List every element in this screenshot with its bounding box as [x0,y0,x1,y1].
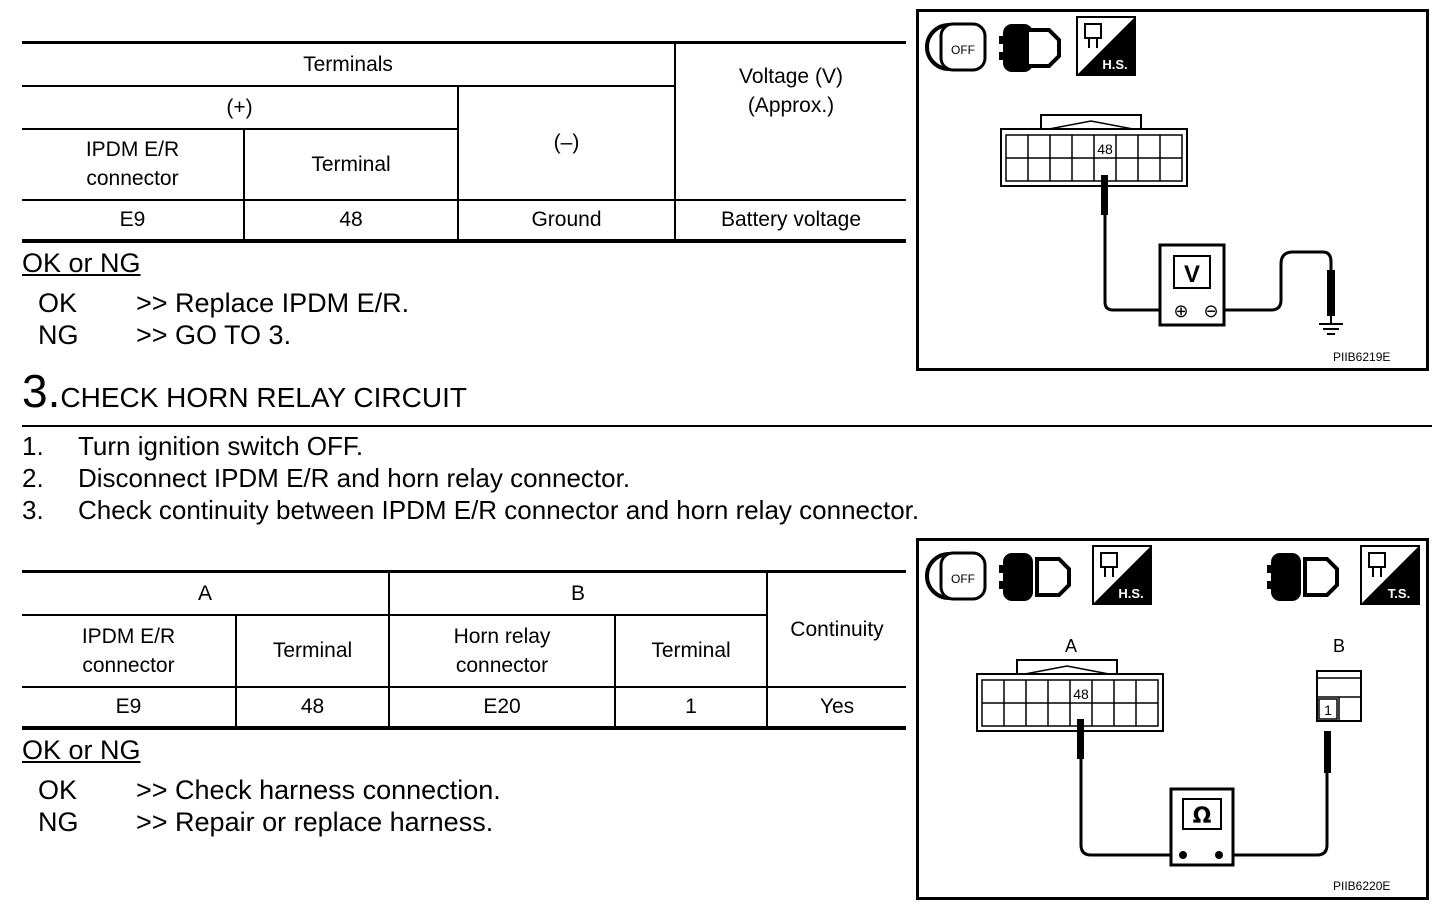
header-terminals: Terminals [22,41,676,87]
figure-id-1: PIIB6219E [1333,350,1391,364]
ground-probe [1327,270,1335,316]
result-ok-2: OK >> Check harness connection. [38,775,638,807]
step-item-text: Check continuity between IPDM E/R connec… [78,495,920,525]
header-voltage-line1: Voltage (V) [739,65,843,88]
minus-terminal-symbol: ⊖ [1203,301,1218,322]
terminal-side-icon: T.S. [1360,545,1420,605]
cell-b-terminal: 1 [614,685,768,730]
probe-b [1324,731,1331,773]
header-horn-line1: Horn relay [453,624,551,648]
voltage-check-diagram: OFF H.S. [925,16,1343,335]
cell-terminal: 48 [243,198,459,243]
ignition-off-icon: OFF [925,551,987,601]
ipdm-connector-e9: 48 [1000,114,1188,187]
ng-key: NG [38,320,79,350]
plus-terminal-symbol: ⊕ [1173,301,1188,322]
ground-symbol [1319,312,1343,335]
result-ng-1: NG >> GO TO 3. [38,320,538,352]
step-item-number: 1. [22,431,44,461]
harness-side-icon: H.S. [1076,16,1136,76]
header-ipdm-line1: IPDM E/R [85,138,180,161]
ok-text: >> Check harness connection. [136,775,501,805]
ok-or-ng-heading-2: OK or NG [22,735,141,765]
header-terminal-b: Terminal [614,613,768,688]
result-ng-2: NG >> Repair or replace harness. [38,807,638,839]
cell-a-connector: E9 [22,685,237,730]
wire-b [1219,771,1329,857]
header-ipdm-connector: IPDM E/R connector [22,613,237,688]
harness-side-icon: H.S. [1092,545,1152,605]
ipdm-connector-e9: 48 [976,659,1164,732]
horn-relay-connector-e20: 1 [1316,670,1362,722]
connector-icon [999,24,1061,72]
hs-label: H.S. [1118,586,1143,601]
cell-continuity: Yes [766,685,906,730]
header-continuity: Continuity [766,570,906,688]
header-horn-relay-connector: Horn relay connector [388,613,616,688]
cell-voltage: Battery voltage [674,198,906,243]
connector-icon [999,553,1071,601]
header-horn-line2: connector [455,653,549,677]
cell-minus: Ground [457,198,676,243]
hs-label: H.S. [1102,57,1127,72]
step-divider [22,425,1432,427]
off-label: OFF [951,43,975,57]
ng-key: NG [38,807,79,837]
result-ok-1: OK >> Replace IPDM E/R. [38,288,538,320]
header-voltage: Voltage (V) (Approx.) [674,41,906,201]
ground-wire [1213,250,1333,312]
step-item-text: Disconnect IPDM E/R and horn relay conne… [78,463,631,493]
header-voltage-line2: (Approx.) [747,94,835,117]
connector-b-label: B [1333,636,1345,656]
step-number: 3. [22,365,61,417]
positive-probe [1101,175,1108,215]
header-b: B [388,570,768,616]
pin-48-label: 48 [1073,686,1089,702]
continuity-check-diagram: OFF H.S. [925,545,1420,867]
ng-text: >> Repair or replace harness. [136,807,494,837]
pin-48-label: 48 [1097,141,1113,157]
pin-1-label: 1 [1324,702,1332,718]
connector-a-label: A [1065,636,1077,656]
cell-a-terminal: 48 [235,685,390,730]
probe-a [1077,719,1084,759]
step-3-title: 3.CHECK HORN RELAY CIRCUIT [22,364,467,418]
step-item-text: Turn ignition switch OFF. [78,431,364,461]
connector-icon [1267,553,1339,601]
header-ipdm-line2: connector [82,653,175,677]
step-item-number: 2. [22,463,44,493]
ok-key: OK [38,288,78,318]
cell-connector: E9 [22,198,245,243]
step-title-text: CHECK HORN RELAY CIRCUIT [60,382,467,413]
cell-b-connector: E20 [388,685,616,730]
ok-key: OK [38,775,78,805]
step-item-number: 3. [22,495,44,525]
figure-id-2: PIIB6220E [1333,879,1391,893]
wire-a [1079,756,1181,857]
voltage-check-figure: OFF H.S. [916,9,1429,371]
header-ipdm-line1: IPDM E/R [81,624,176,648]
voltmeter-label: V [1184,261,1200,288]
ignition-off-icon: OFF [925,22,987,72]
header-terminal: Terminal [243,127,459,201]
ok-or-ng-heading-1: OK or NG [22,248,141,278]
ng-text: >> GO TO 3. [136,320,292,350]
voltage-spec-table: Terminals Voltage (V) (Approx.) (+) (–) … [22,41,906,243]
header-plus: (+) [22,84,459,130]
ok-text: >> Replace IPDM E/R. [136,288,410,318]
ts-label: T.S. [1388,586,1410,601]
voltmeter: V ⊕ ⊖ [1158,243,1226,327]
ohmmeter-label: Ω [1193,804,1212,829]
ohmmeter: Ω [1169,787,1235,867]
header-ipdm-line2: connector [86,167,179,190]
header-terminal-a: Terminal [235,613,390,688]
header-ipdm-connector: IPDM E/R connector [22,127,245,201]
continuity-spec-table: A B Continuity IPDM E/R connector Termin… [22,570,906,730]
header-a: A [22,570,390,616]
off-label: OFF [951,572,975,586]
continuity-check-figure: OFF H.S. [916,538,1429,900]
header-minus: (–) [457,84,676,201]
